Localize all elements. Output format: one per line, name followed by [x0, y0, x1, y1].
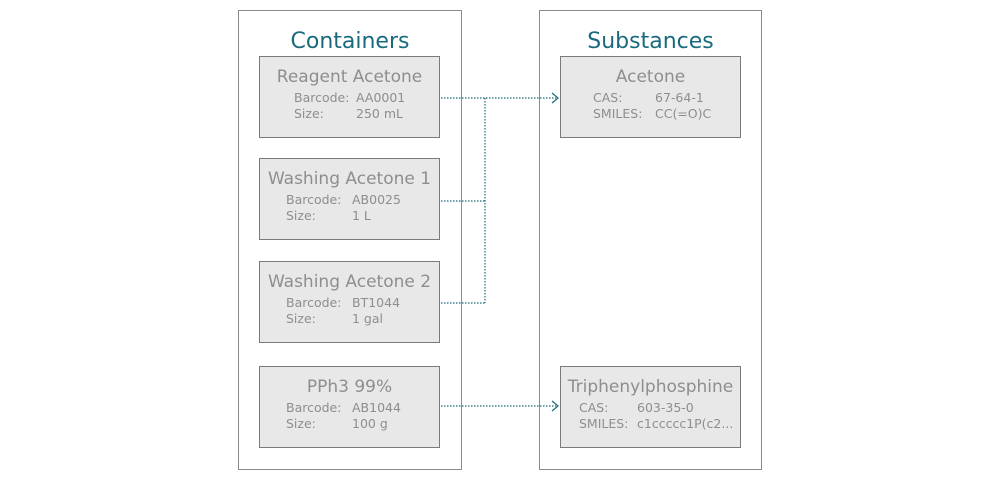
substance-name: Triphenylphosphine [567, 377, 734, 397]
containers-title: Containers [290, 29, 410, 54]
barcode-value: AB0025 [352, 192, 401, 207]
container-name: Washing Acetone 1 [267, 169, 432, 189]
size-label: Size: [286, 416, 316, 431]
substances-title: Substances [587, 29, 714, 54]
size-value: 1 L [352, 208, 371, 223]
container-name: PPh3 99% [306, 377, 393, 397]
size-label: Size: [286, 311, 316, 326]
smiles-value: c1ccccc1P(c2... [637, 416, 734, 431]
arrowhead-triphenylphosphine-icon [551, 400, 559, 412]
smiles-label: SMILES: [593, 106, 643, 121]
barcode-label: Barcode: [286, 400, 342, 415]
cas-label: CAS: [579, 400, 609, 415]
container-card-washing-acetone-2[interactable]: Washing Acetone 2 Barcode: BT1044 Size: 1 … [259, 261, 440, 343]
size-label: Size: [286, 208, 316, 223]
container-name: Reagent Acetone [276, 67, 423, 87]
substance-name: Acetone [615, 67, 686, 87]
smiles-label: SMILES: [579, 416, 629, 431]
cas-label: CAS: [593, 90, 623, 105]
size-value: 100 g [352, 416, 388, 431]
size-value: 250 mL [356, 106, 403, 121]
barcode-label: Barcode: [294, 90, 350, 105]
substance-card-triphenylphosphine[interactable]: Triphenylphosphine CAS: 603-35-0 SMILES: c… [560, 366, 741, 448]
smiles-value: CC(=O)C [655, 106, 712, 121]
container-card-reagent-acetone[interactable]: Reagent Acetone Barcode: AA0001 Size: 250 … [259, 56, 440, 138]
barcode-label: Barcode: [286, 295, 342, 310]
size-label: Size: [294, 106, 324, 121]
barcode-value: BT1044 [352, 295, 401, 310]
size-value: 1 gal [352, 311, 383, 326]
cas-value: 603-35-0 [637, 400, 694, 415]
barcode-value: AA0001 [356, 90, 406, 105]
barcode-label: Barcode: [286, 192, 342, 207]
arrowhead-acetone-icon [551, 92, 559, 104]
barcode-value: AB1044 [352, 400, 401, 415]
container-card-pph3[interactable]: PPh3 99% Barcode: AB1044 Size: 100 g [259, 366, 440, 448]
cas-value: 67-64-1 [655, 90, 704, 105]
substance-card-acetone[interactable]: Acetone CAS: 67-64-1 SMILES: CC(=O)C [560, 56, 741, 138]
container-card-washing-acetone-1[interactable]: Washing Acetone 1 Barcode: AB0025 Size: 1 … [259, 158, 440, 240]
container-name: Washing Acetone 2 [267, 272, 432, 292]
